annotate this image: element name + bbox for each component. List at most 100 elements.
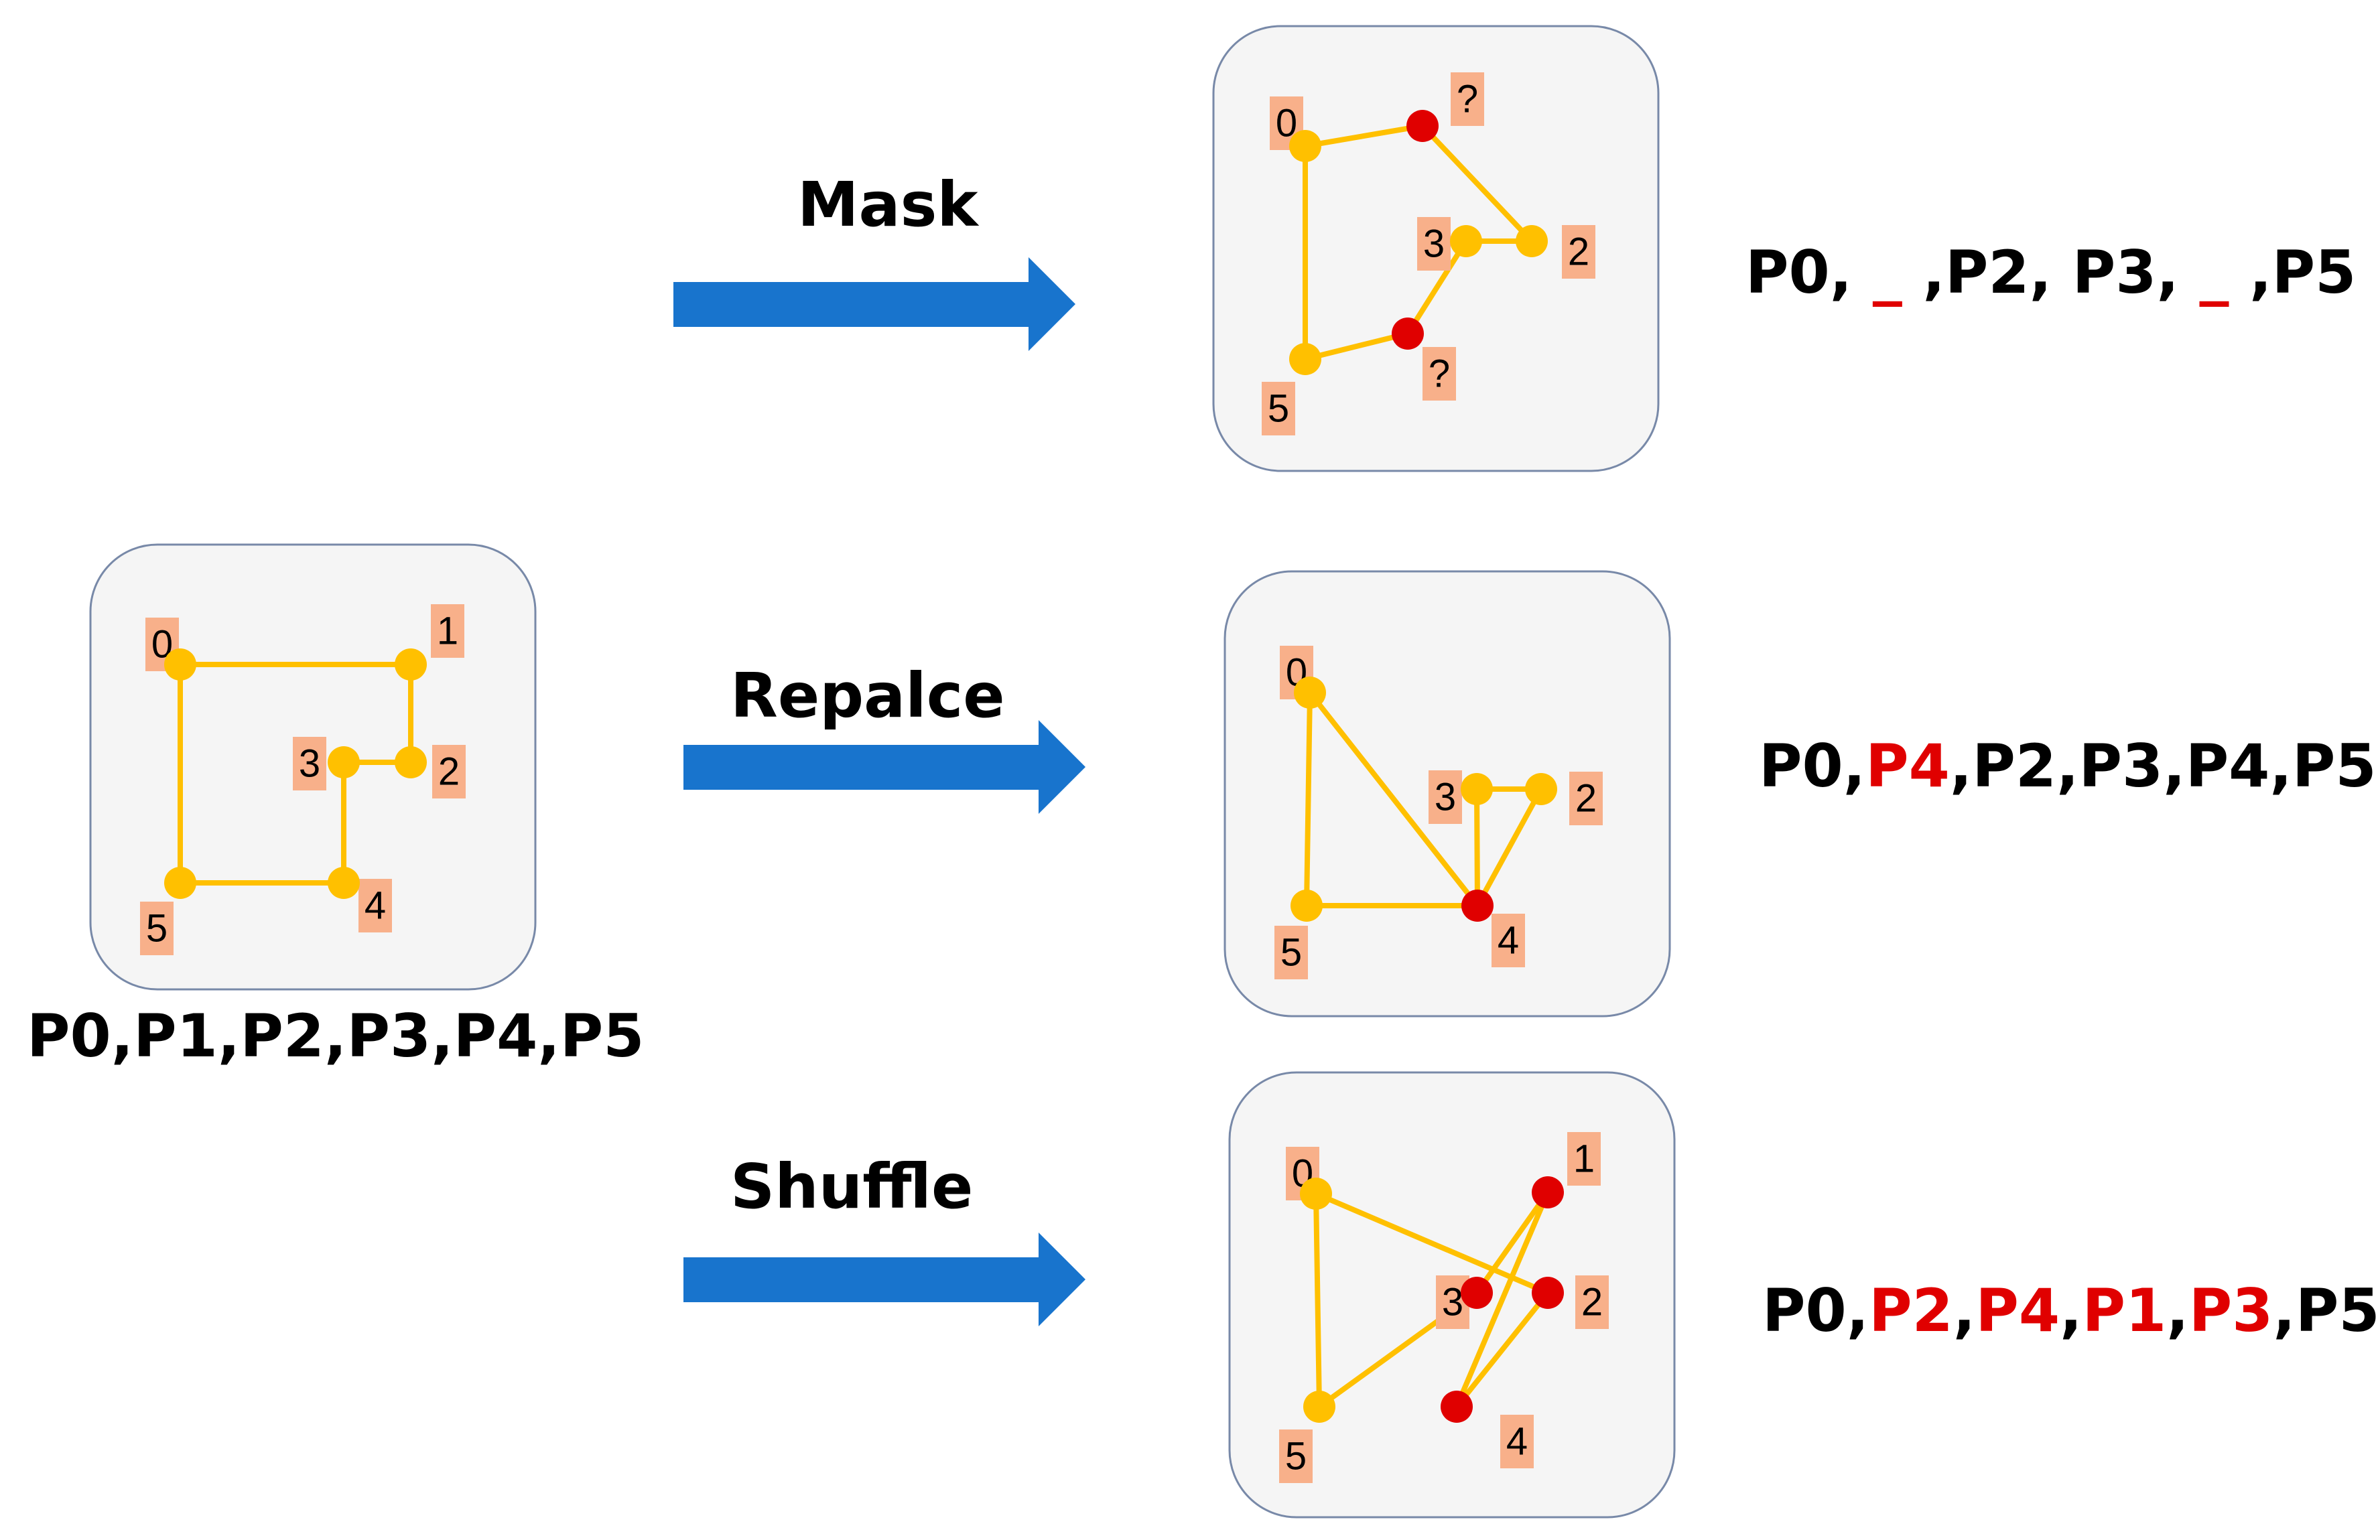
vertex-index-tag: 1 [1567, 1132, 1601, 1186]
vertex-index-tag: 3 [293, 737, 326, 790]
polygon-edge [1454, 1190, 1550, 1409]
vertex-index-label: 5 [1285, 1435, 1307, 1478]
modified-vertex [1392, 318, 1424, 350]
sequence-token: P5 [2271, 238, 2357, 307]
vertex-index-tag-bg [1423, 347, 1456, 401]
sequence-separator: , [2273, 1276, 2296, 1345]
vertex-index-label: ? [1429, 352, 1450, 396]
vertex-index-label: ? [1457, 78, 1478, 121]
vertex-index-tag: ? [1423, 347, 1456, 401]
replace-sequence-label: P0,P4,P2,P3,P4,P5 [1759, 731, 2377, 800]
sequence-token: P4 [2185, 731, 2270, 800]
vertex [1291, 890, 1323, 922]
edges [1313, 1190, 1550, 1409]
mask-sequence-label: P0, _ ,P2, P3, _ ,P5 [1745, 238, 2356, 307]
vertex-index-tag: ? [1451, 72, 1484, 126]
vertex-index-label: 3 [1435, 776, 1456, 819]
vertex [1303, 1391, 1335, 1423]
vertex-index-tag-bg [1262, 382, 1295, 435]
vertex-index-label: 1 [437, 610, 458, 653]
vertex-index-tag: 5 [1279, 1429, 1313, 1483]
polygon-edge [1303, 123, 1425, 149]
modified-vertex [1461, 890, 1494, 922]
vertex-index-label: 4 [1506, 1420, 1528, 1464]
vertex-index-tag: 2 [1575, 1275, 1609, 1329]
vertex-index-label: 3 [1423, 222, 1445, 266]
vertex-index-label: 5 [1280, 931, 1302, 975]
sequence-separator: , [2029, 238, 2072, 307]
sequence-separator: , [2269, 731, 2292, 800]
sequence-token: P5 [2292, 731, 2377, 800]
vertex-index-tag-bg [1429, 770, 1462, 824]
vertex [1450, 225, 1482, 257]
vertex-index-tag-bg [1279, 1429, 1313, 1483]
vertex-index-tag: 2 [432, 745, 466, 798]
vertex [395, 746, 427, 778]
vertex [328, 867, 360, 899]
sequence-separator: , [2060, 1276, 2082, 1345]
mask-polygon-graph: 0?23?5 [1212, 25, 1660, 472]
sequence-token: P3 [2188, 1276, 2273, 1345]
sequence-separator: , [1902, 238, 1945, 307]
vertex-index-tag-bg [431, 604, 464, 658]
sequence-separator: , [2156, 238, 2200, 307]
vertex-index-tag: 3 [1417, 217, 1451, 271]
shuffle-sequence-label: P0,P2,P4,P1,P3,P5 [1762, 1276, 2380, 1345]
sequence-separator: , [2229, 238, 2272, 307]
sequence-token: P1 [2082, 1276, 2167, 1345]
polygon-edge [1405, 238, 1469, 336]
sequence-separator: , [1829, 238, 1873, 307]
sequence-separator: , [2163, 731, 2186, 800]
polygon-edge [1454, 1290, 1550, 1409]
mask-label: Mask [797, 169, 978, 240]
vertex-index-label: 4 [365, 884, 386, 928]
vertex-index-tag: 2 [1562, 225, 1595, 279]
original-sequence-label: P0,P1,P2,P3,P4,P5 [27, 1001, 645, 1070]
modified-vertex [1532, 1176, 1564, 1208]
sequence-token: P2 [1972, 731, 2057, 800]
vertex [1289, 130, 1321, 162]
vertex-index-tag: 4 [358, 879, 392, 932]
vertex-index-tag-bg [293, 737, 326, 790]
vertex-index-tag-bg [358, 879, 392, 932]
vertex-index-tag: 4 [1492, 914, 1525, 967]
vertex [164, 648, 196, 681]
sequence-token: _ [2199, 238, 2229, 307]
modified-vertex [1406, 110, 1439, 142]
vertex [1289, 343, 1321, 375]
vertex [1461, 773, 1493, 805]
sequence-token: P4 [1975, 1276, 2060, 1345]
polygon-edge [1303, 331, 1410, 362]
vertex-index-tag: 2 [1569, 772, 1603, 825]
vertex [1300, 1178, 1332, 1210]
sequence-separator: , [1949, 731, 1973, 800]
sequence-token: P2 [1944, 238, 2030, 307]
vertex-index-label: 2 [438, 750, 460, 794]
vertex-index-label: 4 [1498, 919, 1519, 963]
sequence-token: P0 [1745, 238, 1830, 307]
vertex-index-tag: 5 [1274, 926, 1308, 979]
shuffle-arrow [683, 1233, 1085, 1326]
vertex [395, 648, 427, 681]
vertex-index-tag: 3 [1429, 770, 1462, 824]
polygon-edge [1307, 690, 1480, 908]
polygon-edge [1475, 786, 1544, 908]
polygon-edge [1474, 1190, 1550, 1296]
vertex-index-label: 5 [1268, 387, 1289, 431]
vertex-index-tag-bg [1417, 217, 1451, 271]
vertex-index-tag-bg [140, 902, 174, 955]
sequence-token: P0 [1762, 1276, 1847, 1345]
sequence-separator: , [2166, 1276, 2189, 1345]
polygon-edge [1420, 123, 1534, 244]
vertex-index-tag: 5 [140, 902, 174, 955]
vertex-index-label: 5 [146, 907, 168, 951]
replace-label: Repalce [730, 660, 1005, 731]
vertex [1516, 225, 1548, 257]
vertex-index-tag-bg [1575, 1275, 1609, 1329]
